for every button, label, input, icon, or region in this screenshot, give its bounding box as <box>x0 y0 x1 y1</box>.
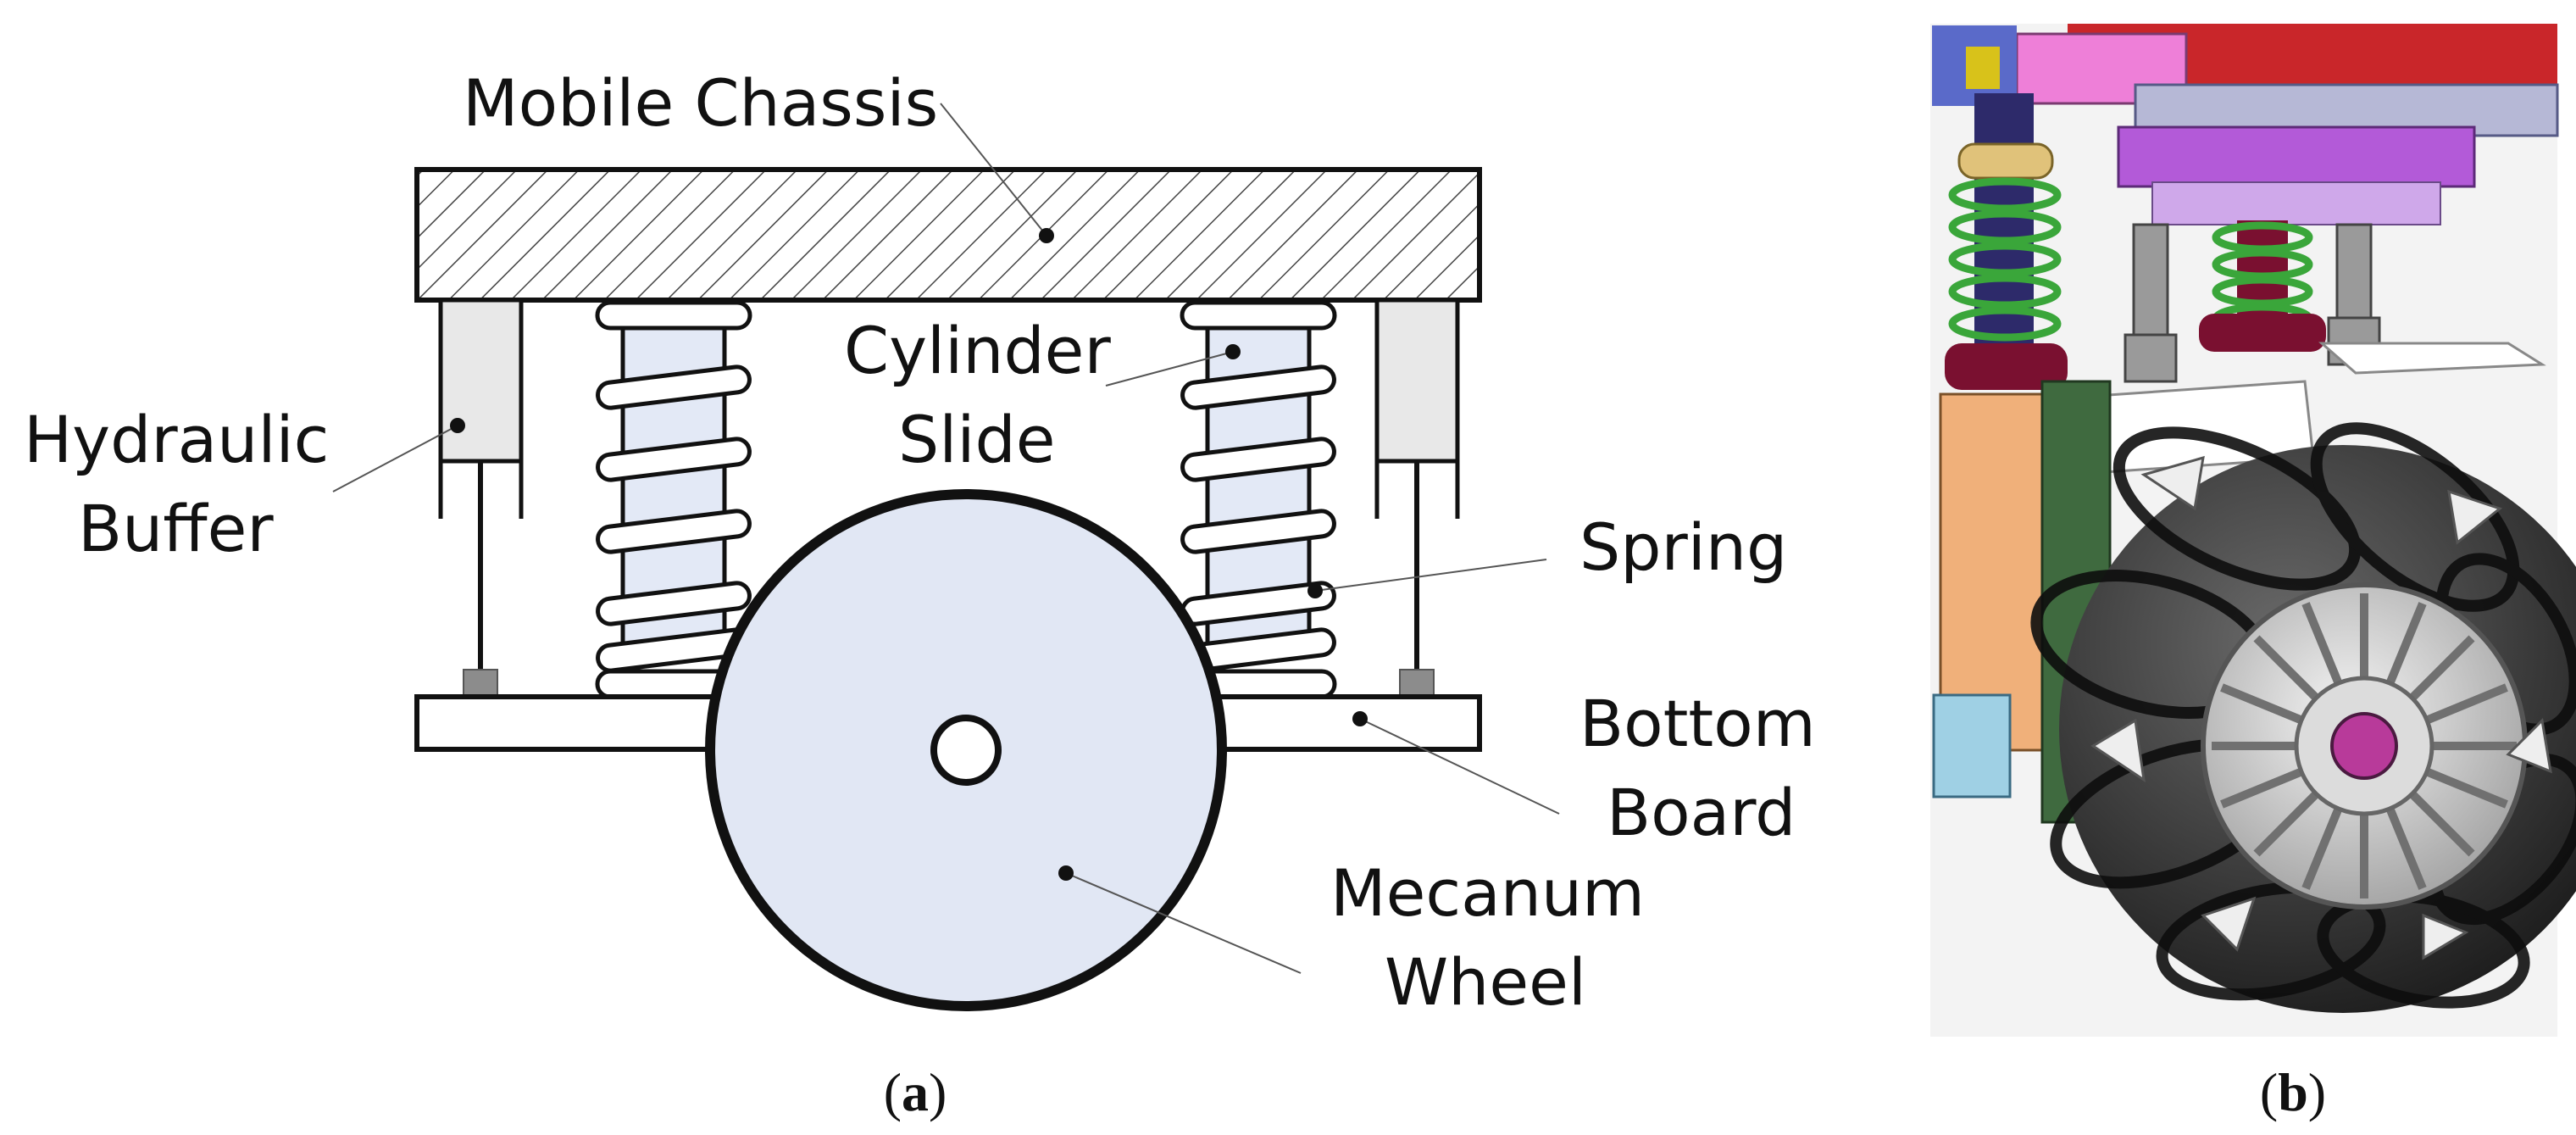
leader-lines <box>332 103 1560 974</box>
side-part-lightblue <box>1932 693 2012 798</box>
frame-lilac <box>2151 181 2441 225</box>
spring-cap-left <box>1957 142 2054 180</box>
label-buffer: Buffer <box>78 491 274 566</box>
mecanum-wheel-render <box>2030 422 2576 1013</box>
label-bottom: Bottom <box>1579 686 1816 761</box>
label-spring: Spring <box>1579 509 1787 585</box>
mobile-chassis-plate <box>414 167 1482 303</box>
hydraulic-buffer-left <box>438 298 524 698</box>
frame-violet <box>2117 125 2476 188</box>
wheel-hub-magenta <box>2330 712 2398 780</box>
label-board: Board <box>1607 775 1796 850</box>
label-slide: Slide <box>898 402 1055 477</box>
leader-dots <box>450 228 1368 881</box>
spring-seat-left <box>1945 343 2068 390</box>
buffer-pad-left <box>463 669 498 698</box>
label-hydraulic: Hydraulic <box>24 402 329 477</box>
spring-rod-left <box>1974 93 2034 373</box>
bracket-white-right <box>2318 342 2546 375</box>
spring-right <box>1180 300 1337 699</box>
buffer-pad-right <box>1399 669 1435 698</box>
spring-seat-right <box>2199 314 2326 352</box>
label-cylinder: Cylinder <box>844 313 1111 388</box>
wheel-axle-hole <box>930 715 1002 786</box>
panel-a-schematic: Mobile Chassis Cylinder Slide Hydraulic … <box>24 65 1816 1122</box>
panel-b-cad-render: (b) <box>1930 24 2576 1122</box>
label-mobile-chassis: Mobile Chassis <box>463 65 938 141</box>
hydraulic-buffer-right <box>1374 298 1460 698</box>
spring-left <box>595 300 752 699</box>
caption-a: (a) <box>884 1062 947 1122</box>
frame-yellow <box>1966 47 2000 89</box>
caption-b: (b) <box>2260 1062 2326 1122</box>
label-mecanum: Mecanum <box>1330 855 1645 931</box>
label-wheel: Wheel <box>1385 944 1586 1020</box>
green-spring-left <box>1948 177 2062 342</box>
